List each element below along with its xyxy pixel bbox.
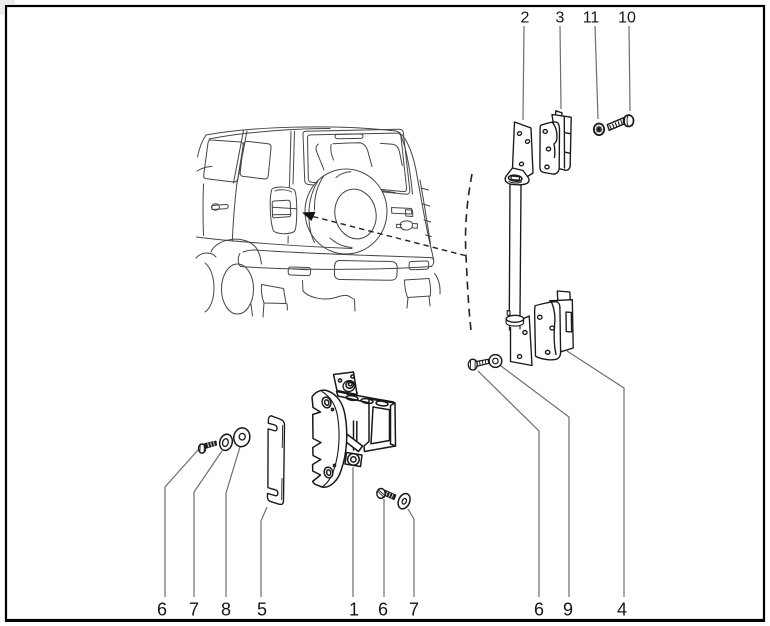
svg-text:6: 6 — [534, 600, 544, 620]
svg-text:7: 7 — [409, 600, 419, 620]
svg-text:4: 4 — [617, 600, 627, 620]
svg-text:6: 6 — [378, 600, 388, 620]
svg-text:8: 8 — [221, 600, 231, 620]
svg-text:7: 7 — [189, 600, 199, 620]
svg-text:9: 9 — [563, 600, 573, 620]
svg-text:10: 10 — [618, 10, 636, 27]
svg-text:2: 2 — [521, 10, 530, 27]
svg-text:5: 5 — [257, 600, 267, 620]
svg-text:1: 1 — [349, 600, 359, 620]
svg-text:3: 3 — [556, 10, 565, 27]
svg-text:11: 11 — [583, 10, 600, 27]
svg-text:6: 6 — [157, 600, 167, 620]
